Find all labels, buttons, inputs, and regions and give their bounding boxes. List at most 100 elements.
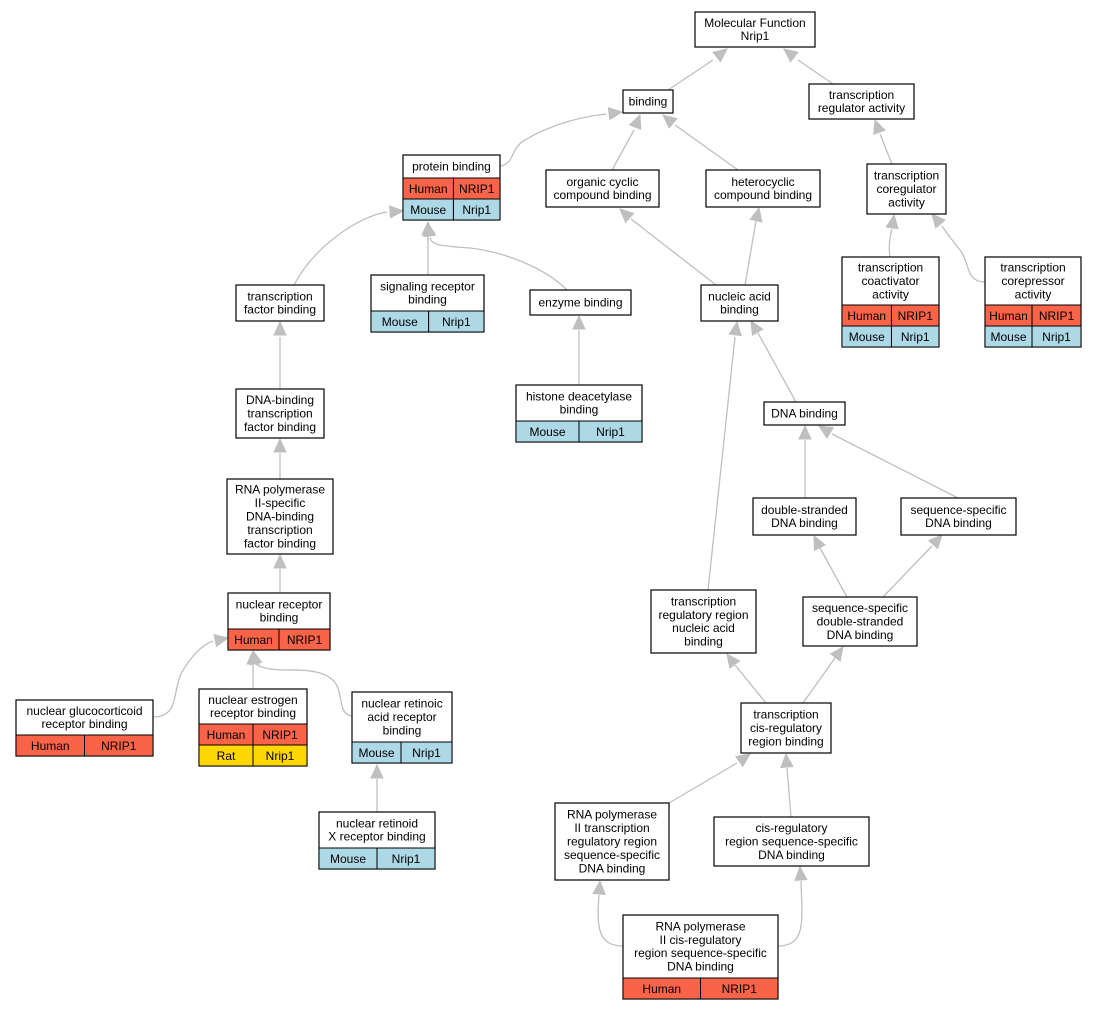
edge-nab-to-occb <box>619 208 717 286</box>
term-label-line: sequence-specific <box>812 601 908 615</box>
term-label-line: binding <box>720 303 759 317</box>
term-label-line: transcription <box>858 261 923 275</box>
term-label-line: II transcription <box>574 821 649 835</box>
go-term-eb[interactable]: enzyme binding <box>529 289 632 316</box>
go-term-dnab[interactable]: DNA binding <box>763 401 846 426</box>
edge-eb-to-pb <box>423 221 568 291</box>
edge-tcrrb-to-ssdsdb <box>802 646 844 704</box>
species-label: Human <box>31 739 70 753</box>
arrow-head <box>370 763 384 779</box>
gene-cell <box>452 198 501 221</box>
arrow-head <box>273 320 287 336</box>
term-label-line: activity <box>1015 287 1052 301</box>
term-label-line: histone deacetylase <box>526 389 632 403</box>
gene-label: Nrip1 <box>442 315 471 329</box>
term-label-line: regulator activity <box>818 101 905 115</box>
gene-label: NRIP1 <box>287 633 323 647</box>
species-label: Mouse <box>382 315 418 329</box>
edge-ssdb-to-dnab <box>817 425 959 499</box>
term-label-line: DNA-binding <box>246 393 314 407</box>
arrow-head <box>873 118 886 135</box>
term-box <box>554 802 670 881</box>
term-label-line: binding <box>629 95 668 109</box>
gene-label: Nrip1 <box>596 425 625 439</box>
term-label-line: DNA binding <box>667 960 734 974</box>
go-term-rnap2tf[interactable]: RNA polymeraseII-specificDNA-bindingtran… <box>226 478 334 555</box>
gene-label: NRIP1 <box>262 728 298 742</box>
term-label-line: compound binding <box>714 188 812 202</box>
term-label-line: binding <box>408 293 447 307</box>
gene-cell <box>376 847 436 870</box>
term-label-line: II-specific <box>255 496 306 510</box>
term-label-line: protein binding <box>412 160 491 174</box>
go-term-binding[interactable]: binding <box>622 89 674 114</box>
arrow-head <box>749 206 763 223</box>
arrow-head <box>798 424 812 440</box>
arrow-head <box>572 314 586 330</box>
species-label: Human <box>989 309 1028 323</box>
term-box <box>900 497 1017 536</box>
edge-rnap2tf-to-dbtfb <box>273 437 287 479</box>
term-label-line: factor binding <box>244 303 316 317</box>
edge-nrarb-to-nrb <box>249 649 353 717</box>
term-label-line: receptor binding <box>210 706 296 720</box>
edge-trrnab-to-nab <box>707 320 742 591</box>
term-label-line: nucleic acid <box>672 621 735 635</box>
edge-tcrrb-to-trrnab <box>726 653 767 704</box>
term-label-line: X receptor binding <box>328 830 425 844</box>
arrow-head <box>628 113 642 131</box>
arrow-head <box>783 48 799 63</box>
term-label-line: region sequence-specific <box>634 946 767 960</box>
term-label-line: region binding <box>748 734 823 748</box>
term-label-line: transcription <box>1000 261 1065 275</box>
term-box <box>713 816 870 867</box>
term-label-line: binding <box>383 723 422 737</box>
term-label-line: region sequence-specific <box>725 835 858 849</box>
species-label: Human <box>642 982 681 996</box>
term-box <box>763 401 846 426</box>
arrow-head <box>273 437 287 453</box>
term-label-line: activity <box>872 287 909 301</box>
gene-label: NRIP1 <box>459 182 495 196</box>
edge-dnab-to-nab <box>750 319 797 403</box>
term-label-line: double-stranded <box>817 615 904 629</box>
edge-hcb-to-binding <box>662 114 739 171</box>
term-label-line: binding <box>560 403 599 417</box>
term-box <box>235 388 325 439</box>
species-label: Human <box>234 633 273 647</box>
gene-label: Nrip1 <box>392 852 421 866</box>
term-label-line: cis-regulatory <box>750 721 822 735</box>
term-label-line: regulatory region <box>658 608 748 622</box>
edge-nab-to-hcb <box>744 206 763 286</box>
